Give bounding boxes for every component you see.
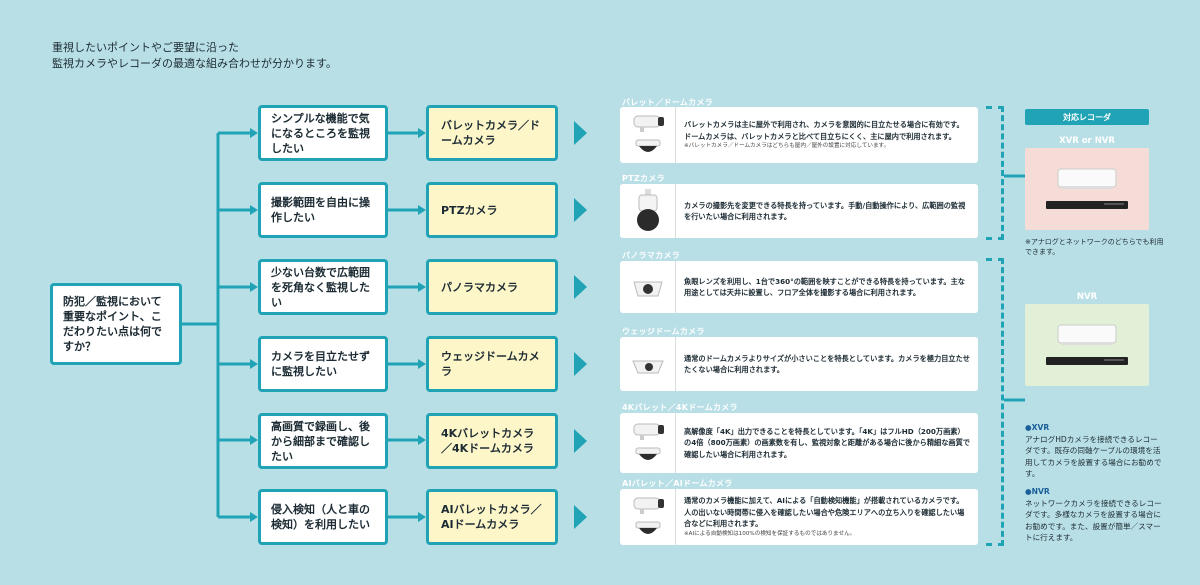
recorder-white-icon (1057, 168, 1117, 189)
camera-box-6[interactable]: AIバレットカメラ／AIドームカメラ (426, 489, 558, 545)
legend-nvr-head: ●NVR (1025, 487, 1050, 496)
detail-text: 通常のドームカメラよりサイズが小さいことを特長としています。カメラを極力目立たせ… (684, 353, 970, 375)
recorder-black-icon (1046, 201, 1128, 209)
detail-title: バレット／ドームカメラ (622, 98, 714, 107)
detail-card-1: バレットカメラは主に屋外で利用され、カメラを意図的に目立たせる場合に有効です。ド… (620, 107, 978, 163)
need-text: 少ない台数で広範囲を死角なく監視したい (271, 265, 370, 309)
play-arrow-icon (574, 198, 587, 222)
ptz-camera-icon (636, 189, 659, 231)
detail-card-2: カメラの撮影先を変更できる特長を持っています。手動/自動操作により、広範囲の監視… (620, 184, 978, 238)
camera-name: パノラマカメラ (441, 280, 518, 294)
camera-name: PTZカメラ (441, 203, 498, 217)
dome-camera-icon (635, 447, 660, 460)
recorder-group1-title: XVR or NVR (1059, 136, 1115, 146)
need-text: 侵入検知（人と車の検知）を利用したい (271, 503, 370, 531)
camera-name: バレットカメラ／ドームカメラ (441, 119, 540, 147)
camera-box-2[interactable]: PTZカメラ (426, 182, 558, 238)
detail-text: バレットカメラは主に屋外で利用され、カメラを意図的に目立たせる場合に有効です。ド… (684, 120, 964, 141)
detail-note: ※バレットカメラ／ドームカメラはどちらも屋内／屋外の設置に対応しています。 (684, 143, 890, 149)
intro-text: 重視したいポイントやご要望に沿った 監視カメラやレコーダの最適な組み合わせが分か… (52, 40, 337, 72)
legend-nvr-text: ネットワークカメラを接続できるレコーダです。多様なカメラを設置する場合にお勧めで… (1025, 498, 1162, 543)
need-box-4[interactable]: カメラを目立たせずに監視したい (258, 336, 388, 392)
intro-line-1: 重視したいポイントやご要望に沿った (52, 41, 239, 54)
recorder-group2-title: NVR (1076, 292, 1098, 302)
legend-xvr-text: アナログHDカメラを接続できるレコーダです。既存の同軸ケーブルの環境を活用してカ… (1025, 434, 1162, 479)
need-box-2[interactable]: 撮影範囲を自由に操作したい (258, 182, 388, 238)
play-arrow-icon (574, 275, 587, 299)
camera-box-4[interactable]: ウェッジドームカメラ (426, 336, 558, 392)
bullet-camera-icon (633, 115, 664, 132)
camera-box-5[interactable]: 4Kバレットカメラ／4Kドームカメラ (426, 413, 558, 469)
detail-text: カメラの撮影先を変更できる特長を持っています。手動/自動操作により、広範囲の監視… (684, 200, 966, 222)
camera-box-3[interactable]: パノラマカメラ (426, 259, 558, 315)
nvr-white-icon (1057, 324, 1117, 345)
intro-line-2: 監視カメラやレコーダの最適な組み合わせが分かります。 (52, 57, 337, 70)
need-box-6[interactable]: 侵入検知（人と車の検知）を利用したい (258, 489, 388, 545)
recorder-card-nvr (1025, 304, 1149, 386)
recorder-badge: 対応レコーダ (1025, 109, 1149, 125)
bracket-xvr-nvr (986, 106, 1004, 240)
detail-title: 4Kバレット／4Kドームカメラ (622, 403, 738, 412)
camera-name: ウェッジドームカメラ (441, 350, 540, 378)
need-box-5[interactable]: 高画質で録画し、後から細部まで確認したい (258, 413, 388, 469)
panorama-camera-icon (632, 281, 663, 297)
question-text: 防犯／監視において重要なポイント、こだわりたい点は何ですか？ (63, 295, 162, 353)
detail-text: 魚眼レンズを利用し、1台で360°の範囲を映すことができる特長を持っています。主… (684, 276, 965, 298)
play-arrow-icon (574, 352, 587, 376)
need-text: カメラを目立たせずに監視したい (271, 350, 370, 378)
detail-title: パノラマカメラ (622, 251, 681, 260)
bullet-camera-icon (633, 497, 664, 514)
need-text: 撮影範囲を自由に操作したい (271, 196, 370, 224)
detail-title: AIバレット／AIドームカメラ (622, 479, 733, 488)
detail-title: ウェッジドームカメラ (622, 327, 705, 336)
legend-xvr: ●XVR アナログHDカメラを接続できるレコーダです。既存の同軸ケーブルの環境を… (1025, 422, 1165, 480)
play-arrow-icon (574, 505, 587, 529)
legend-xvr-head: ●XVR (1025, 423, 1050, 432)
recorder-group1-note: ※アナログとネットワークのどちらでも利用できます。 (1025, 238, 1164, 256)
detail-card-6: 通常のカメラ機能に加えて、AIによる「自動検知機能」が搭載されているカメラです。… (620, 489, 978, 545)
detail-card-3: 魚眼レンズを利用し、1台で360°の範囲を映すことができる特長を持っています。主… (620, 261, 978, 313)
recorder-card-xvr-nvr (1025, 148, 1149, 230)
need-box-1[interactable]: シンプルな機能で気になるところを監視したい (258, 105, 388, 161)
bullet-camera-icon (633, 423, 664, 440)
need-text: シンプルな機能で気になるところを監視したい (271, 111, 370, 155)
dome-camera-icon (635, 139, 660, 152)
need-text: 高画質で録画し、後から細部まで確認したい (271, 419, 370, 463)
detail-text: 高解像度「4K」出力できることを特長としています。「4K」はフルHD（200万画… (684, 426, 970, 459)
detail-text: 通常のカメラ機能に加えて、AIによる「自動検知機能」が搭載されているカメラです。… (684, 496, 965, 529)
play-arrow-icon (574, 121, 587, 145)
dome-camera-icon (635, 521, 660, 534)
bracket-nvr (986, 258, 1004, 546)
detail-card-4: 通常のドームカメラよりサイズが小さいことを特長としています。カメラを極力目立たせ… (620, 337, 978, 391)
play-arrow-icon (574, 429, 587, 453)
nvr-black-icon (1046, 357, 1128, 365)
detail-title: PTZカメラ (622, 174, 665, 183)
legend-nvr: ●NVR ネットワークカメラを接続できるレコーダです。多様なカメラを設置する場合… (1025, 486, 1165, 544)
question-box: 防犯／監視において重要なポイント、こだわりたい点は何ですか？ (50, 283, 182, 365)
camera-box-1[interactable]: バレットカメラ／ドームカメラ (426, 105, 558, 161)
need-box-3[interactable]: 少ない台数で広範囲を死角なく監視したい (258, 259, 388, 315)
camera-name: AIバレットカメラ／AIドームカメラ (441, 503, 542, 531)
detail-card-5: 高解像度「4K」出力できることを特長としています。「4K」はフルHD（200万画… (620, 413, 978, 473)
camera-name: 4Kバレットカメラ／4Kドームカメラ (441, 427, 535, 455)
wedge-dome-camera-icon (631, 360, 664, 374)
detail-note: ※AIによる自動検知は100%の検知を保証するものではありません。 (684, 530, 856, 537)
